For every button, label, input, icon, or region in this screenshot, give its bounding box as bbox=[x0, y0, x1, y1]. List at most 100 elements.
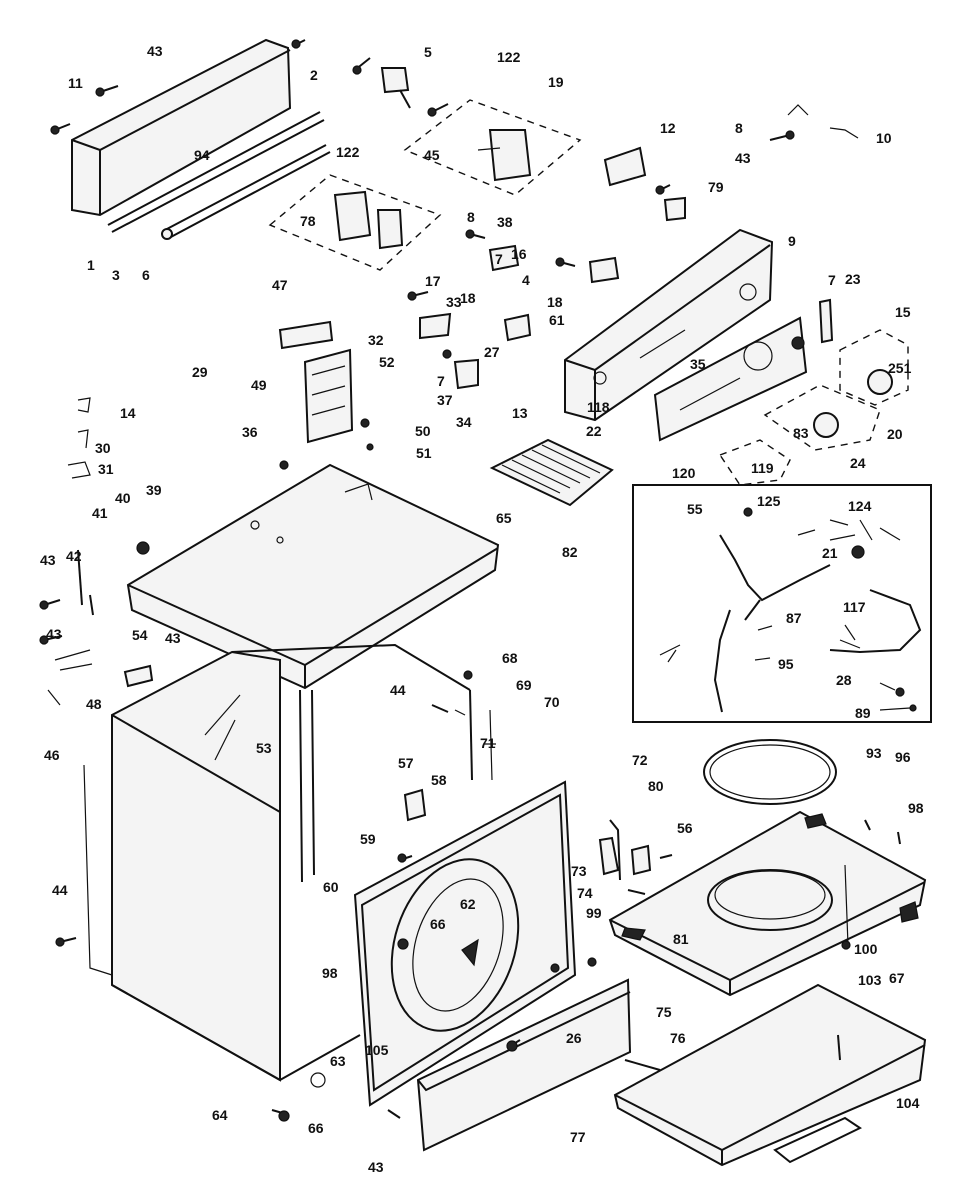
part-label: 99 bbox=[586, 905, 602, 921]
part-label: 36 bbox=[242, 424, 258, 440]
part-label: 73 bbox=[571, 863, 587, 879]
part-label: 53 bbox=[256, 740, 272, 756]
switch-parts-middle bbox=[360, 229, 620, 451]
bracket-49 bbox=[278, 320, 354, 444]
part-label: 70 bbox=[544, 694, 560, 710]
part-label: 98 bbox=[322, 965, 338, 981]
part-label: 22 bbox=[586, 423, 602, 439]
part-label: 43 bbox=[368, 1159, 384, 1175]
part-label: 23 bbox=[845, 271, 861, 287]
part-label: 43 bbox=[46, 626, 62, 642]
part-label: 8 bbox=[467, 209, 475, 225]
part-label: 54 bbox=[132, 627, 148, 643]
part-label: 46 bbox=[44, 747, 60, 763]
part-label: 19 bbox=[548, 74, 564, 90]
part-label: 2 bbox=[310, 67, 318, 83]
part-label: 61 bbox=[549, 312, 565, 328]
part-label: 122 bbox=[336, 144, 360, 160]
part-label: 13 bbox=[512, 405, 528, 421]
timer-15 bbox=[818, 298, 909, 406]
part-label: 87 bbox=[786, 610, 802, 626]
part-label: 7 bbox=[828, 272, 836, 288]
part-label: 30 bbox=[95, 440, 111, 456]
part-label: 49 bbox=[251, 377, 267, 393]
part-label: 5 bbox=[424, 44, 432, 60]
control-panel-22 bbox=[653, 316, 808, 442]
part-label: 71 bbox=[480, 735, 496, 751]
part-label: 4 bbox=[522, 272, 530, 288]
part-label: 45 bbox=[424, 147, 440, 163]
dashed-assembly-19 bbox=[403, 99, 582, 196]
part-label: 39 bbox=[146, 482, 162, 498]
part-label: 100 bbox=[854, 941, 878, 957]
part-label: 40 bbox=[115, 490, 131, 506]
part-label: 38 bbox=[497, 214, 513, 230]
part-label: 43 bbox=[735, 150, 751, 166]
part-label: 20 bbox=[887, 426, 903, 442]
part-label: 17 bbox=[425, 273, 441, 289]
cabinet bbox=[83, 643, 473, 1082]
wiring-harness-inset bbox=[632, 484, 932, 723]
part-label: 18 bbox=[547, 294, 563, 310]
top-panel-65 bbox=[126, 463, 500, 690]
part-label: 47 bbox=[272, 277, 288, 293]
part-label: 57 bbox=[398, 755, 414, 771]
part-label: 58 bbox=[431, 772, 447, 788]
part-label: 51 bbox=[416, 445, 432, 461]
part-label: 35 bbox=[690, 356, 706, 372]
part-label: 105 bbox=[365, 1042, 389, 1058]
part-label: 34 bbox=[456, 414, 472, 430]
part-label: 56 bbox=[677, 820, 693, 836]
part-label: 89 bbox=[855, 705, 871, 721]
part-label: 96 bbox=[895, 749, 911, 765]
dashed-assembly-78 bbox=[268, 174, 442, 271]
part-label: 7 bbox=[437, 373, 445, 389]
part-label: 124 bbox=[848, 498, 872, 514]
part-label: 118 bbox=[587, 399, 610, 415]
switch-20 bbox=[718, 384, 881, 486]
part-label: 37 bbox=[437, 392, 453, 408]
part-label: 11 bbox=[68, 75, 83, 91]
part-label: 67 bbox=[889, 970, 905, 986]
part-label: 14 bbox=[120, 405, 136, 421]
part-label: 251 bbox=[888, 360, 912, 376]
part-label: 77 bbox=[570, 1129, 586, 1145]
part-label: 9 bbox=[788, 233, 796, 249]
parts-left bbox=[39, 397, 289, 947]
part-label: 43 bbox=[165, 630, 181, 646]
part-label: 26 bbox=[566, 1030, 582, 1046]
kick-panel-77 bbox=[416, 978, 632, 1152]
part-label: 64 bbox=[212, 1107, 228, 1123]
part-label: 119 bbox=[751, 460, 774, 476]
part-label: 44 bbox=[52, 882, 68, 898]
part-label: 66 bbox=[308, 1120, 324, 1136]
part-label: 60 bbox=[323, 879, 339, 895]
part-label: 80 bbox=[648, 778, 664, 794]
part-label: 50 bbox=[415, 423, 431, 439]
part-label: 93 bbox=[866, 745, 882, 761]
part-label: 43 bbox=[40, 552, 56, 568]
part-label: 41 bbox=[92, 505, 108, 521]
part-label: 117 bbox=[843, 599, 866, 615]
part-label: 69 bbox=[516, 677, 532, 693]
part-label: 33 bbox=[446, 294, 462, 310]
part-label: 48 bbox=[86, 696, 102, 712]
console-back-panel bbox=[71, 38, 292, 217]
fluorescent-tube bbox=[107, 111, 331, 240]
part-label: 43 bbox=[147, 43, 163, 59]
part-label: 78 bbox=[300, 213, 316, 229]
part-label: 1 bbox=[87, 257, 95, 273]
part-label: 32 bbox=[368, 332, 384, 348]
part-label: 59 bbox=[360, 831, 376, 847]
part-label: 95 bbox=[778, 656, 794, 672]
part-label: 66 bbox=[430, 916, 446, 932]
part-label: 81 bbox=[673, 931, 689, 947]
base-panel bbox=[608, 810, 927, 997]
part-label: 94 bbox=[194, 147, 210, 163]
part-label: 83 bbox=[793, 425, 809, 441]
part-label: 125 bbox=[757, 493, 781, 509]
part-label: 62 bbox=[460, 896, 476, 912]
part-label: 76 bbox=[670, 1030, 686, 1046]
